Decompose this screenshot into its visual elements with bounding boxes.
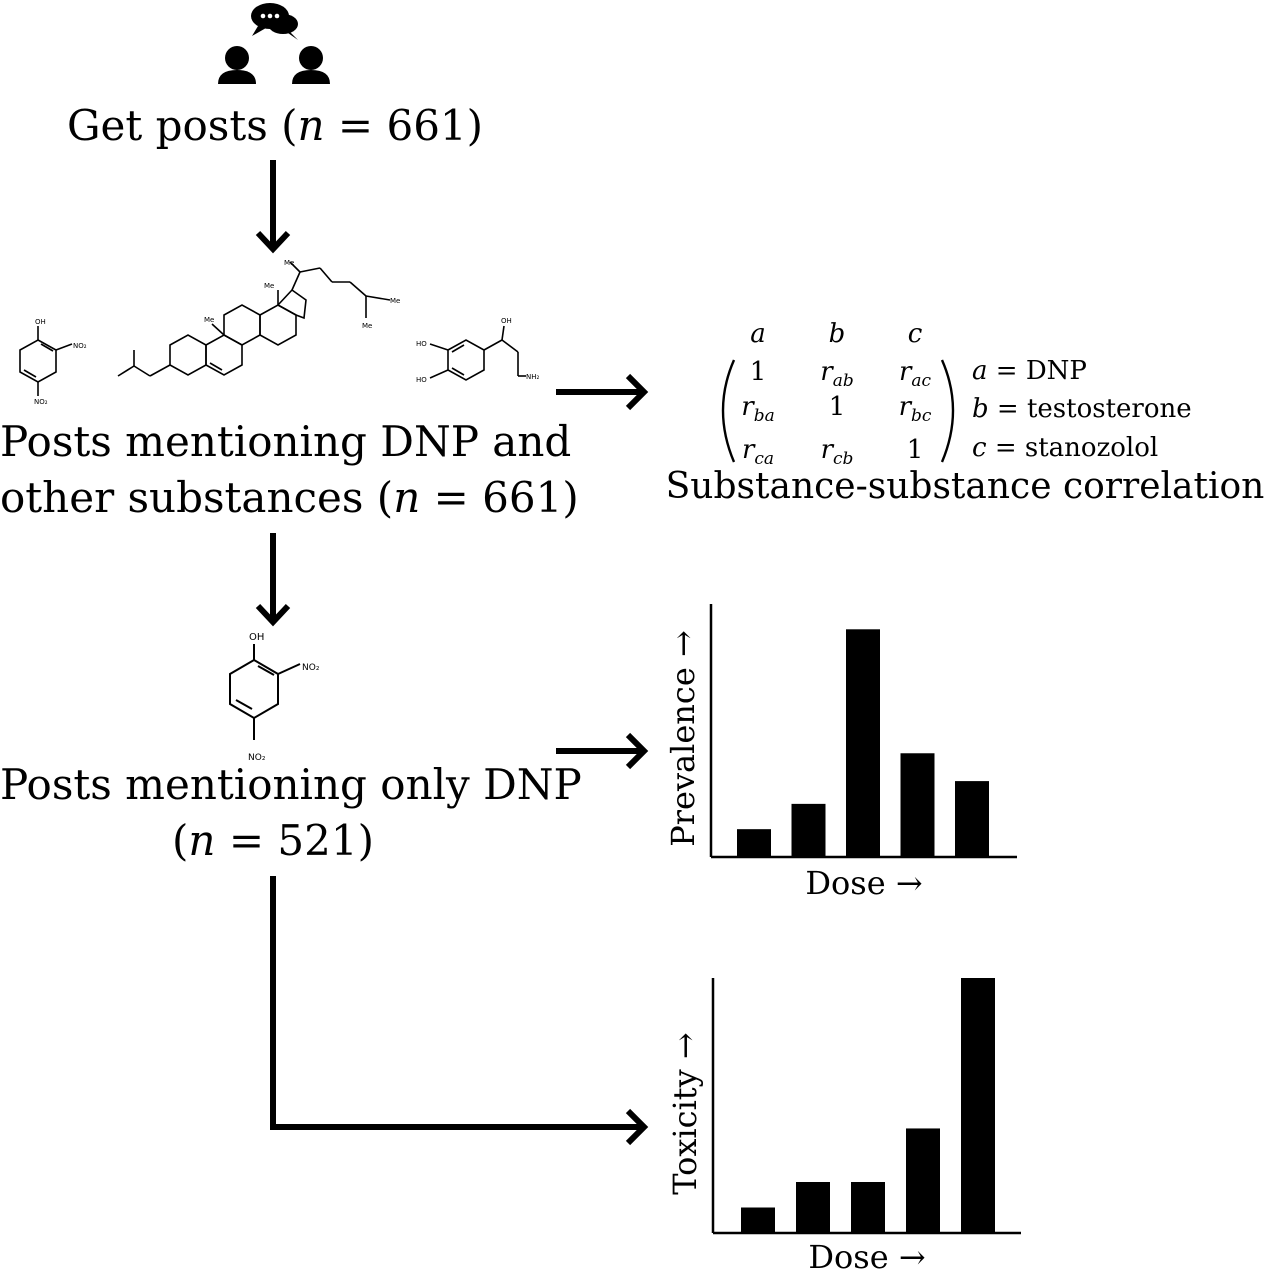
steroid-me-3: Me	[362, 322, 372, 330]
catechol-oh: OH	[501, 317, 512, 325]
matrix-col-header: b	[829, 319, 846, 349]
matrix-caption: Substance-substance correlation	[665, 466, 1265, 507]
matrix-col-header: a	[750, 319, 766, 349]
step3-label: Posts mentioning only DNP (n = 521)	[0, 757, 582, 869]
person-icon	[218, 46, 256, 84]
matrix-cell: 1	[907, 435, 924, 465]
chat-bubbles-icon	[251, 3, 298, 40]
matrix-legend-item: a = DNP	[972, 356, 1087, 386]
catechol-ho-1: HO	[416, 340, 427, 348]
dnp-large-oh: OH	[249, 632, 264, 643]
dnp-large-no2-b: NO₂	[248, 753, 266, 763]
matrix-cell: rca	[742, 435, 774, 469]
bar	[846, 629, 880, 857]
dnp-molecule-large	[229, 644, 301, 740]
catechol-ho-2: HO	[416, 376, 427, 384]
bar	[851, 1182, 885, 1233]
matrix-cell: rba	[741, 392, 774, 426]
x-axis-label: Dose →	[805, 864, 922, 902]
dnp-molecule-small	[19, 326, 73, 396]
bar-chart-toxicity: Toxicity → Dose →	[666, 978, 1021, 1272]
arrow-down-1	[255, 160, 291, 254]
steroid-me-1: Me	[284, 259, 294, 267]
matrix-col-header: c	[908, 319, 923, 349]
y-axis-label: Toxicity →	[666, 1032, 704, 1194]
catechol-molecule	[429, 325, 526, 381]
step3-line1: Posts mentioning only DNP	[0, 760, 582, 809]
step2-label: Posts mentioning DNP and other substance…	[0, 414, 579, 526]
bar	[796, 1182, 830, 1233]
step1-label: Get posts (n = 661)	[66, 101, 484, 150]
step2-line1: Posts mentioning DNP and	[0, 417, 572, 466]
matrix-legend: a = DNP b = testosterone c = stanozolol	[972, 356, 1192, 463]
bar	[961, 978, 995, 1233]
bar	[741, 1207, 775, 1233]
matrix-legend-item: b = testosterone	[972, 394, 1192, 424]
matrix-cell: 1	[750, 357, 767, 387]
bar	[737, 829, 771, 857]
bar	[900, 753, 935, 857]
dnp-small-no2: NO₂	[73, 342, 87, 350]
arrow-right-prevalence	[556, 732, 649, 770]
steroid-me-2: Me	[390, 297, 400, 305]
step2-line2: other substances (n = 661)	[0, 473, 579, 522]
bar	[791, 803, 826, 857]
arrow-right-matrix	[556, 373, 649, 411]
dnp-small-no2-b: NO₂	[34, 398, 48, 406]
matrix-right-paren	[940, 359, 955, 463]
bar	[955, 781, 989, 857]
matrix-legend-item: c = stanozolol	[972, 433, 1158, 463]
person-icon	[292, 46, 330, 84]
matrix-cell: 1	[829, 392, 846, 422]
matrix-cell: rab	[820, 357, 853, 391]
arrow-down-2	[255, 533, 291, 627]
bar-chart-prevalence: Prevalence → Dose →	[664, 604, 1017, 902]
step3-line2: (n = 521)	[172, 816, 374, 865]
arrow-elbow-toxicity	[270, 876, 649, 1146]
dnp-small-oh: OH	[35, 318, 46, 326]
catechol-nh2: NH₂	[526, 373, 540, 381]
y-axis-label: Prevalence →	[664, 630, 702, 847]
bar	[906, 1128, 940, 1233]
matrix-cell: rcb	[821, 435, 854, 469]
steroid-molecule	[117, 261, 391, 377]
dnp-large-no2: NO₂	[302, 663, 320, 673]
matrix-cell: rac	[899, 357, 932, 391]
steroid-me-5: Me	[204, 316, 214, 324]
matrix-cell: rbc	[899, 392, 932, 426]
steroid-me-4: Me	[264, 282, 274, 290]
x-axis-label: Dose →	[808, 1238, 925, 1272]
matrix-left-paren	[721, 359, 736, 463]
